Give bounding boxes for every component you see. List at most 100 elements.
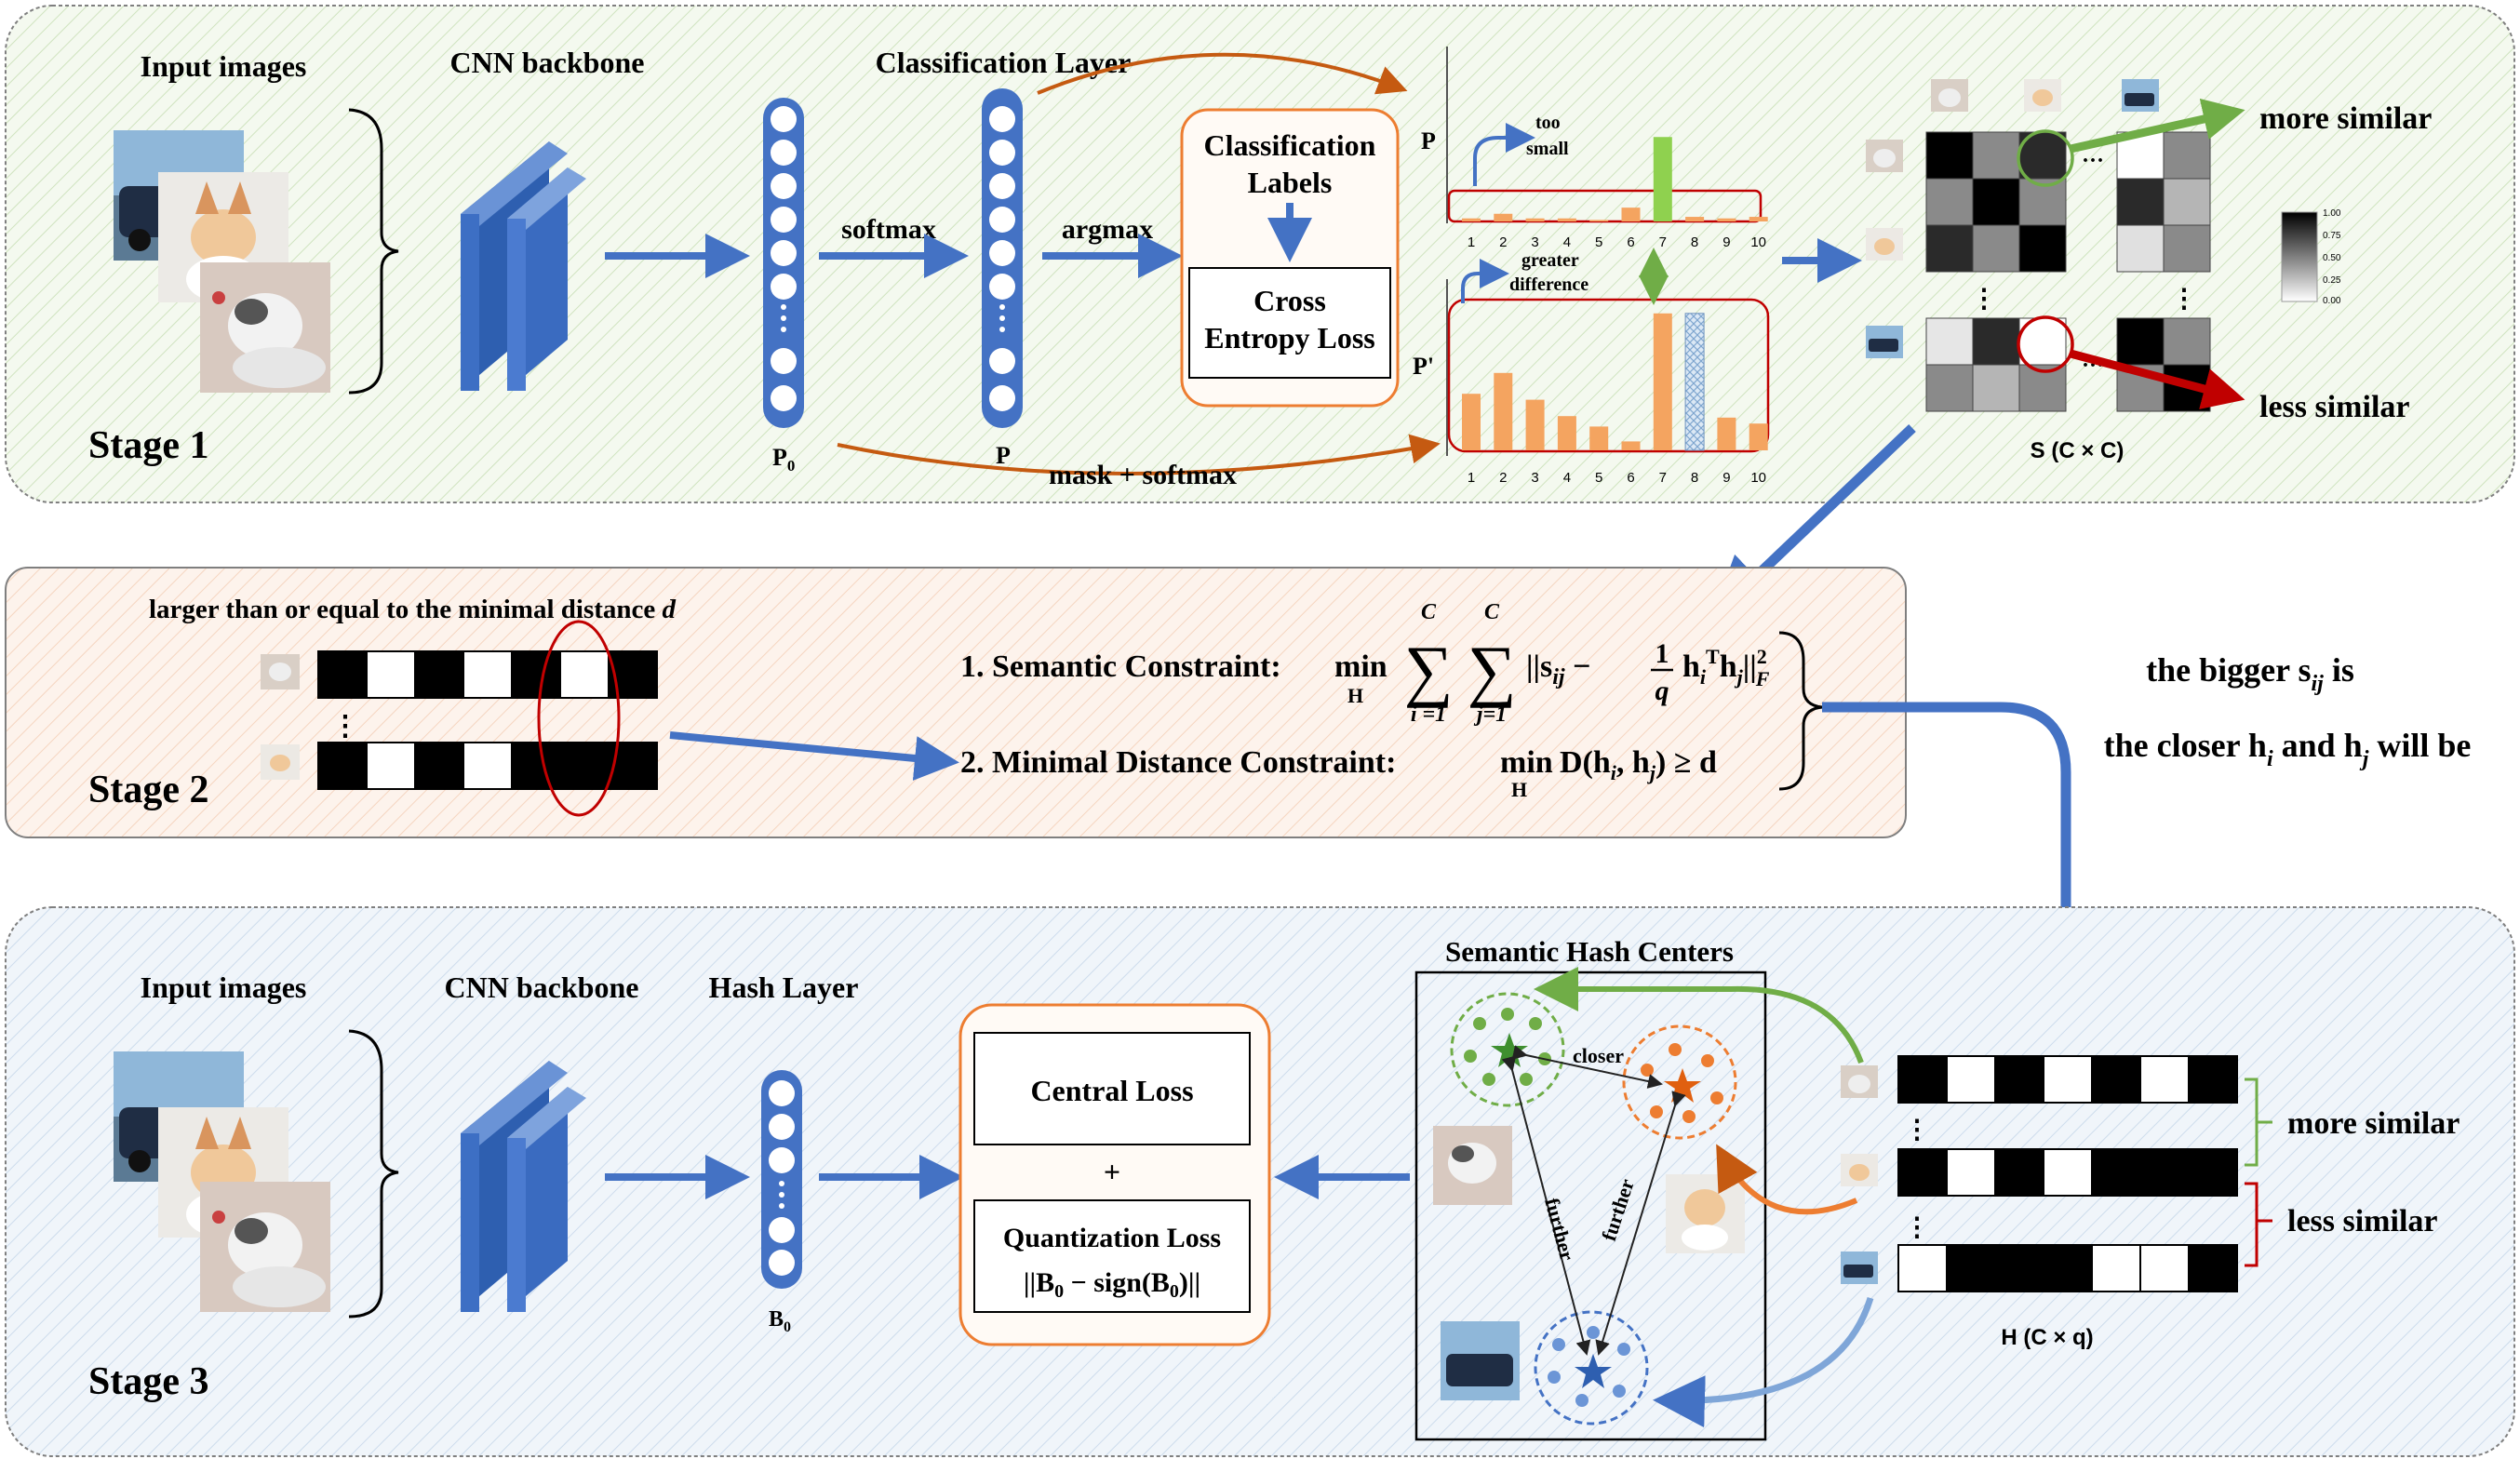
codes-to-constraint-arrow: [669, 731, 959, 781]
further-line-2: [1595, 1091, 1686, 1356]
h-code-row-car: [1897, 1244, 2238, 1292]
s-cell: [2163, 131, 2211, 180]
hash-bit: [1994, 1148, 2044, 1197]
stage3-input-images: Input images: [114, 970, 399, 1318]
cbar-tick-0: 1.00: [2323, 208, 2341, 219]
h-code-row-dog: [1897, 1148, 2238, 1197]
hash-matrix: ⋮ ⋮ more similar less similar H (C × q): [1841, 1055, 2460, 1350]
closer-label: closer: [1573, 1044, 1624, 1067]
stage1-bracket: [348, 108, 399, 395]
differing-bit-ellipse: [537, 620, 621, 817]
s-cell: [1972, 131, 2020, 180]
s-cell: [2163, 224, 2211, 273]
car-center-star: [1575, 1354, 1612, 1388]
green-highlight-circle: [2017, 129, 2074, 187]
thumb-dog-center: [1666, 1174, 1745, 1253]
too-small-arrow: [1473, 123, 1535, 186]
stage3-loss-box: Central Loss + Quantization Loss ||B0 − …: [958, 1003, 1271, 1346]
eq1-sum2: ∑: [1468, 633, 1517, 709]
s-cell: [2018, 224, 2067, 273]
cbar-tick-2: 0.50: [2323, 253, 2341, 263]
thumb-dog-left: [1866, 228, 1903, 261]
s-cell: [1972, 224, 2020, 273]
hash-bit: [414, 742, 464, 790]
s-row-dots: ⋮: [1971, 285, 1997, 314]
chart-pp-bar-6: [1621, 441, 1641, 450]
semantic-hash-centers: Semantic Hash Centers closer further fur…: [1414, 935, 1767, 1441]
eq1-sum1-bottom: i =1: [1411, 703, 1446, 727]
stage1-cnn-block: CNN backbone: [450, 46, 644, 391]
s-cell: [1972, 317, 2020, 366]
eq1-body: ||sij −: [1526, 649, 1590, 689]
colorbar: 1.00 0.75 0.50 0.25 0.00: [2281, 208, 2341, 306]
chart-pp-bar-8: [1684, 313, 1705, 451]
s-matrix-cells: [1925, 131, 2211, 412]
hash-bit: [2091, 1244, 2141, 1292]
chart-pp-tick-9: 9: [1722, 470, 1730, 486]
hash-bit: [511, 742, 561, 790]
chart-pp-bar-2: [1494, 372, 1513, 450]
eq1-frac-num: 1: [1655, 638, 1669, 669]
chart-p-bar-3: [1525, 218, 1545, 221]
chart-pp-tick-4: 4: [1563, 470, 1571, 486]
min-distance-constraint-equation: 2. Minimal Distance Constraint: min H D(…: [960, 745, 1717, 801]
chart-p-bar-7: [1653, 137, 1672, 221]
chart-p-bar-6: [1621, 207, 1641, 221]
eq1-sum2-bottom: j=1: [1473, 703, 1507, 727]
eq2-min: min: [1500, 745, 1553, 780]
cls-labels-line1: Classification: [1204, 128, 1376, 162]
eq1-frac-den: q: [1655, 676, 1669, 706]
s-cell: [1925, 224, 1974, 273]
hash-bit: [559, 650, 610, 699]
chart-p-bar-8: [1685, 217, 1705, 221]
stage3-bracket: [348, 1029, 399, 1318]
stage2-to-h-arrow: [1822, 702, 2097, 1049]
more-similar-arrow: [2070, 98, 2245, 154]
chart-p-tick-9: 9: [1722, 234, 1730, 250]
hash-bit: [2188, 1055, 2238, 1104]
hash-bit: [1946, 1148, 1996, 1197]
chart-pp-tick-6: 6: [1627, 470, 1634, 486]
hash-bit: [2139, 1055, 2190, 1104]
cbar-tick-4: 0.00: [2323, 296, 2341, 306]
hash-bit: [2091, 1055, 2141, 1104]
stage2-label: Stage 2: [88, 769, 209, 811]
hash-bit: [462, 650, 513, 699]
cat-image: [200, 262, 330, 393]
s2-code-dots: ⋮: [331, 711, 359, 742]
chart-pp-bar-1: [1462, 394, 1481, 450]
stage1-more-similar: more similar: [2259, 101, 2432, 136]
thumb-dog-top: [2024, 79, 2061, 112]
hash-bit: [1946, 1055, 1996, 1104]
min-dist-note: larger than or equal to the minimal dist…: [149, 595, 677, 624]
side-note-line2: the closer hi and hj will be: [2104, 727, 2472, 771]
semantic-constraint-equation: 1. Semantic Constraint: min H C ∑ i =1 C…: [960, 600, 1770, 727]
side-note-line1: the bigger sij is: [2146, 651, 2354, 696]
hash-bit: [462, 742, 513, 790]
cat-code-to-center-arrow: [1534, 967, 1864, 1064]
stage3-less-similar: less similar: [2287, 1204, 2437, 1238]
s-cell: [1972, 364, 2020, 412]
chart-pp-tick-1: 1: [1468, 470, 1475, 486]
chart-p-tick-1: 1: [1468, 234, 1475, 250]
chart-p-tick-5: 5: [1595, 234, 1602, 250]
plus-sign: +: [1104, 1155, 1120, 1188]
chart-p-tick-6: 6: [1627, 234, 1634, 250]
hash-bit: [1897, 1055, 1948, 1104]
chart-p-tick-7: 7: [1659, 234, 1667, 250]
h-dots-1: ⋮: [1904, 1116, 1930, 1144]
thumb-cat-h: [1841, 1065, 1878, 1098]
eq1-sum2-top: C: [1484, 600, 1500, 624]
softmax-label: softmax: [841, 214, 936, 245]
stage1-p-column: Classification Layer P: [876, 46, 1132, 469]
hash-layer-label: Hash Layer: [709, 970, 859, 1004]
eq1-min-sub: H: [1347, 684, 1363, 707]
too-small-line2: small: [1526, 139, 1569, 159]
chart-p-bar-4: [1557, 218, 1576, 221]
dog-code-to-center-arrow: [1716, 1144, 1858, 1215]
hash-bit: [2043, 1148, 2093, 1197]
s-row-dots-2: ⋮: [2171, 285, 2197, 314]
further-line-1: [1501, 1055, 1591, 1356]
